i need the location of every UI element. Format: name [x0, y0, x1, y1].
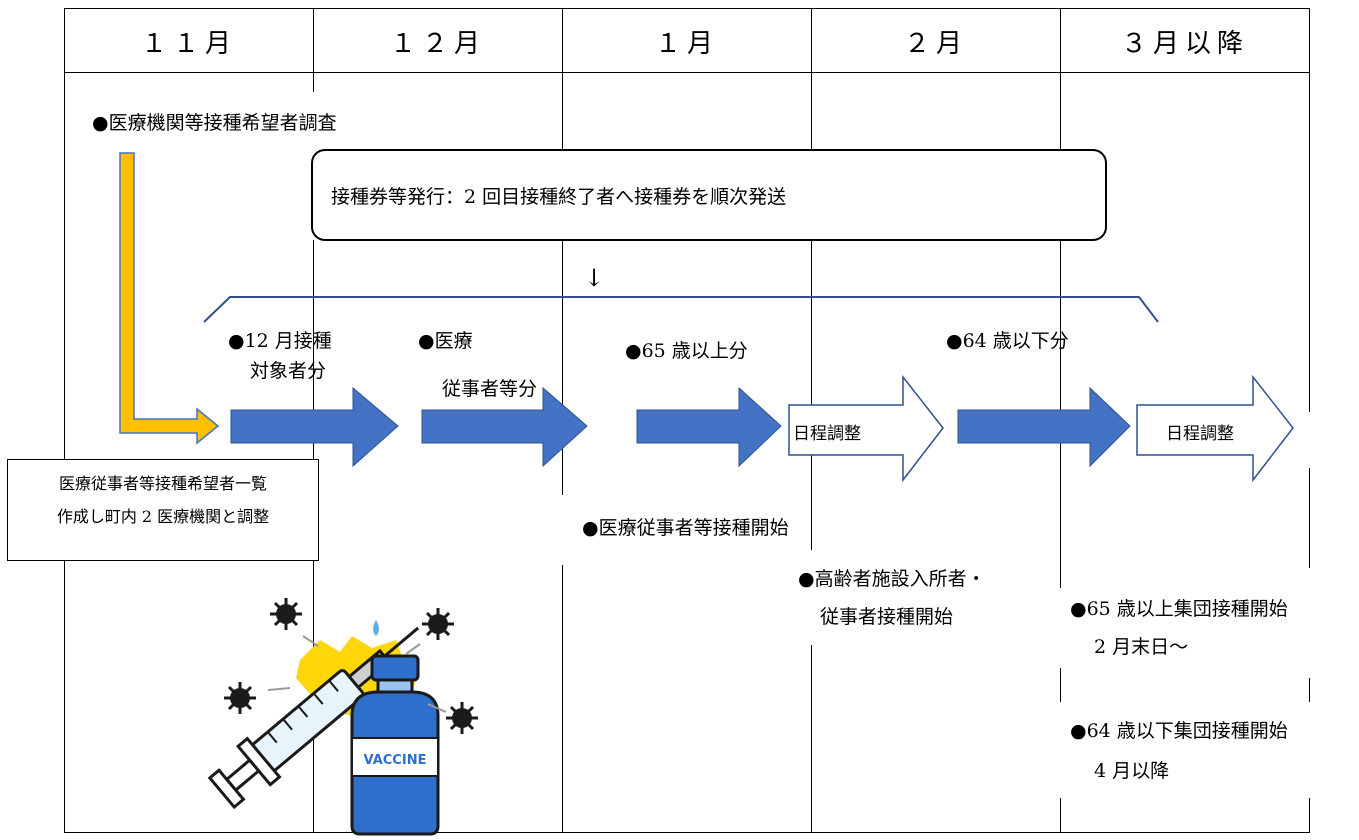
column-divider-3-seg-a	[811, 72, 812, 150]
medical-start-event: ●医療従事者等接種開始	[582, 517, 789, 539]
virus-icon-1	[270, 598, 302, 630]
group-bracket	[203, 296, 1159, 323]
motion-lines	[267, 635, 447, 713]
medical-staff-label-line1: ●医療	[418, 330, 473, 352]
column-divider-4-seg-a	[1060, 72, 1061, 150]
over65-label: ●65 歳以上分	[625, 340, 748, 362]
table-right-border-bottom	[1309, 798, 1310, 832]
header-divider-line	[64, 72, 1310, 73]
group64-event-line2: 4 月以降	[1094, 760, 1170, 782]
note-line-1: 医療従事者等接種希望者一覧	[58, 474, 267, 493]
month-header-feb: ２月	[812, 9, 1061, 74]
vaccine-label: VACCINE	[364, 753, 427, 768]
month-header-mar-onward: ３月以降	[1120, 29, 1249, 59]
down-arrow-icon: ↓	[584, 264, 605, 292]
table-right-border-mid	[1309, 468, 1310, 568]
column-divider-1-seg-b	[313, 240, 314, 472]
column-divider-2-seg-b	[562, 240, 563, 495]
yellow-flow-arrow	[119, 152, 220, 445]
vaccine-illustration: VACCINE	[207, 598, 478, 836]
table-left-border	[64, 72, 65, 832]
schedule-arrow-2	[1136, 374, 1294, 483]
survey-step-text: ●医療機関等接種希望者調査	[92, 112, 337, 134]
medical-staff-label-line2: 従事者等分	[442, 378, 538, 400]
elderly-facility-event-line1: ●高齢者施設入所者・	[798, 568, 986, 590]
group65-event-line1: ●65 歳以上集団接種開始	[1070, 598, 1288, 620]
dec-target-arrow	[230, 386, 399, 468]
under64-arrow	[957, 386, 1131, 468]
table-right-border-top	[1309, 72, 1310, 412]
column-divider-2-seg-c	[562, 565, 563, 832]
note-line-2: 作成し町内 2 医療機関と調整	[56, 506, 270, 526]
vaccine-bottle-icon	[350, 654, 440, 836]
schedule-label-1: 日程調整	[793, 424, 861, 444]
water-drop-icon	[373, 620, 379, 636]
column-divider-1-seg-a	[313, 72, 314, 92]
group64-event-line1: ●64 歳以下集団接種開始	[1070, 720, 1288, 742]
medical-staff-arrow	[421, 386, 588, 468]
group65-event-line2: 2 月末日～	[1094, 636, 1189, 658]
column-divider-4-seg-c	[1060, 668, 1061, 702]
virus-icon-3	[224, 682, 256, 714]
column-divider-2-seg-a	[562, 72, 563, 150]
under64-label: ●64 歳以下分	[946, 330, 1069, 352]
month-header-nov: １１月	[65, 9, 314, 74]
dec-target-label-line1: ●12 月接種	[228, 330, 332, 352]
elderly-facility-event-line2: 従事者接種開始	[820, 606, 954, 628]
ticket-issue-box: 接種券等発行：2 回目接種終了者へ接種券を順次発送	[311, 149, 1107, 241]
dec-target-label-line2: 対象者分	[250, 360, 327, 382]
schedule-arrow-1	[788, 374, 944, 483]
column-divider-4-seg-d	[1060, 798, 1061, 832]
virus-icon-2	[422, 608, 454, 640]
month-header-row: １１月 １２月 １月 ２月 ３月以降	[64, 8, 1310, 74]
ticket-issue-text: 接種券等発行：2 回目接種終了者へ接種券を順次発送	[331, 185, 787, 208]
month-header-dec: １２月	[314, 9, 563, 74]
month-header-jan: １月	[563, 9, 812, 74]
virus-icon-4	[446, 702, 478, 734]
schedule-label-2: 日程調整	[1166, 424, 1234, 444]
table-right-border-seg	[1309, 678, 1310, 702]
table-bottom-line	[64, 832, 1310, 833]
column-divider-3-seg-b	[811, 240, 812, 550]
medical-staff-note-box: 医療従事者等接種希望者一覧 作成し町内 2 医療機関と調整	[7, 459, 319, 561]
column-divider-3-seg-c	[811, 645, 812, 832]
over65-arrow	[636, 386, 782, 468]
